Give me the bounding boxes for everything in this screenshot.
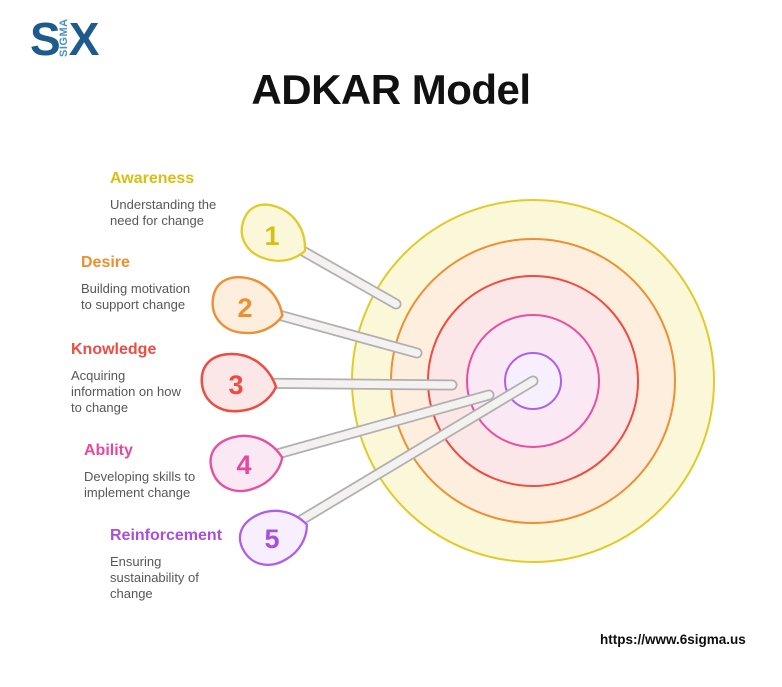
step-description-ability: Developing skills to implement change — [84, 469, 196, 501]
pin-4 — [241, 391, 493, 467]
balloon-4 — [209, 434, 284, 493]
step-desire: Desire Building motivation to support ch… — [81, 254, 190, 313]
logo-letter-x: X — [68, 13, 100, 65]
balloon-number-4: 4 — [236, 450, 251, 480]
step-description-desire: Building motivation to support change — [81, 281, 191, 313]
logo-letter-s: S — [30, 13, 61, 65]
step-description-reinforcement: Ensuring sustainability of change — [110, 554, 199, 602]
step-label-knowledge: Knowledge — [71, 341, 157, 358]
step-description-awareness: Understanding the need for change — [110, 197, 217, 229]
step-label-ability: Ability — [84, 442, 133, 459]
step-reinforcement: Reinforcement Ensuring sustainability of… — [110, 527, 222, 602]
pin-5 — [269, 377, 537, 541]
balloon-1 — [240, 203, 307, 262]
balloon-number-2: 2 — [237, 293, 252, 323]
step-label-reinforcement: Reinforcement — [110, 527, 223, 544]
step-label-desire: Desire — [81, 254, 130, 271]
step-label-awareness: Awareness — [110, 170, 195, 187]
step-awareness: Awareness Understanding the need for cha… — [110, 170, 216, 229]
site-url[interactable]: https://www.6sigma.us — [600, 632, 746, 647]
balloon-number-1: 1 — [264, 221, 279, 251]
balloon-3 — [200, 352, 278, 413]
page-title: ADKAR Model — [251, 66, 531, 113]
balloon-2 — [211, 275, 284, 335]
balloon-number-3: 3 — [228, 370, 243, 400]
step-ability: Ability Developing skills to implement c… — [84, 442, 195, 501]
step-knowledge: Knowledge Acquiring information on how t… — [71, 341, 181, 416]
step-description-knowledge: Acquiring information on how to change — [71, 368, 181, 416]
six-sigma-logo: S SIGMA X — [30, 13, 100, 65]
balloon-number-5: 5 — [264, 524, 279, 554]
balloon-5 — [238, 509, 309, 566]
